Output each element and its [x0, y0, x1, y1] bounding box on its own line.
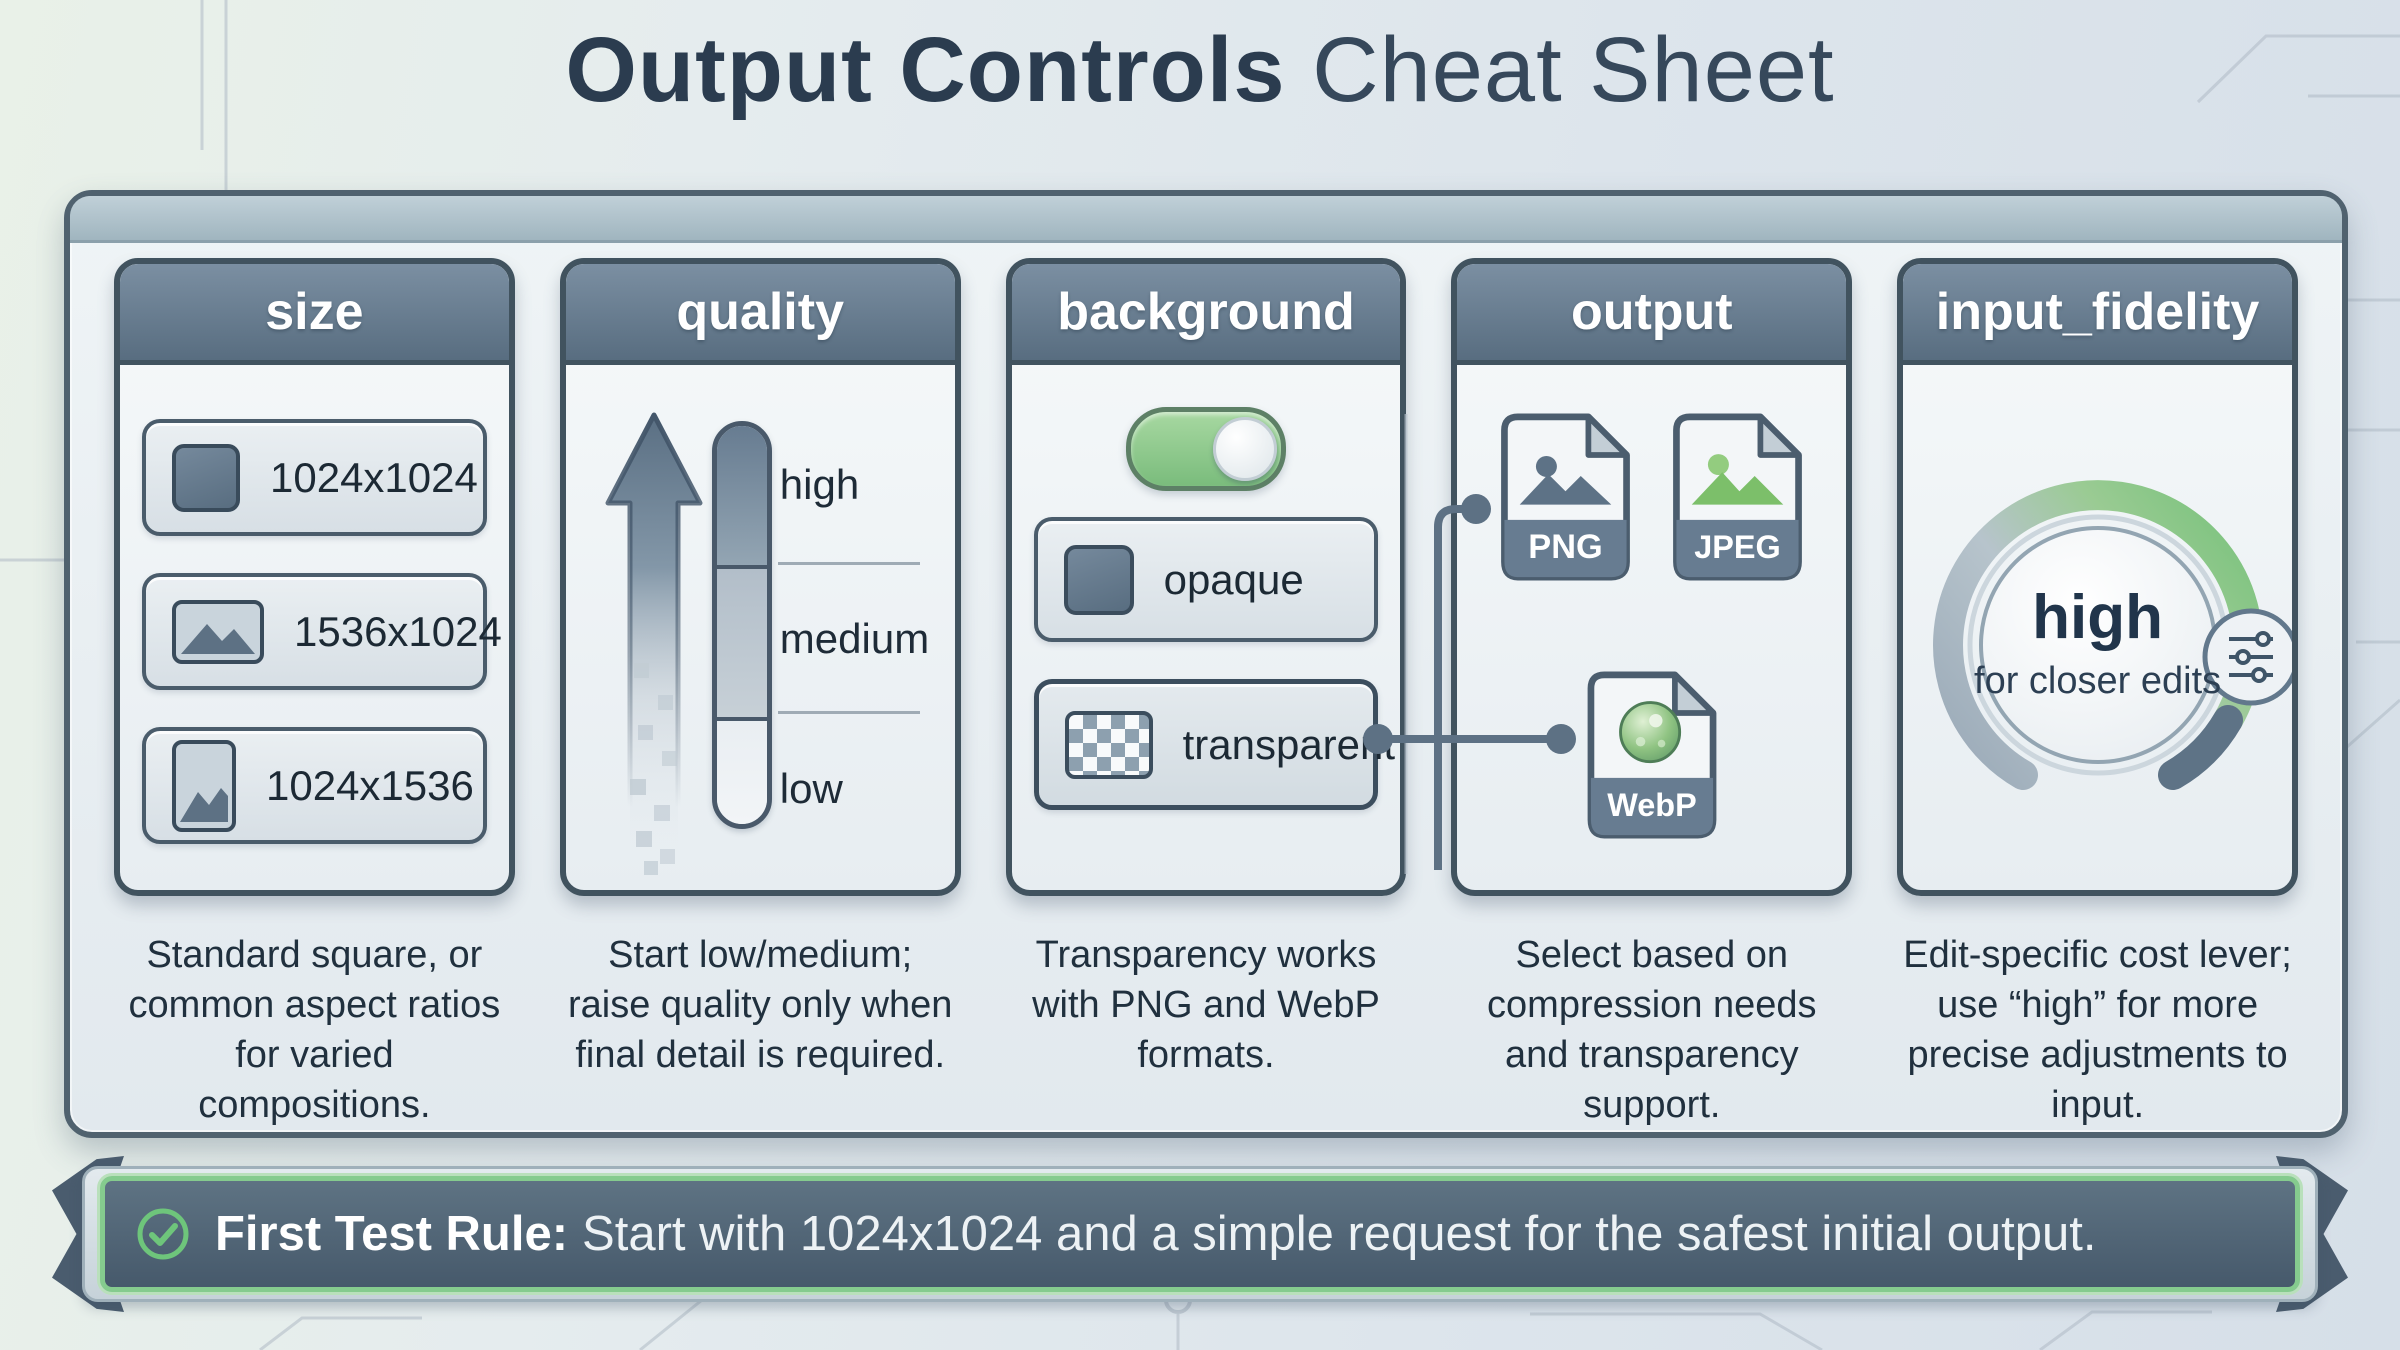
- banner-rule-body: Start with 1024x1024 and a simple reques…: [582, 1207, 2097, 1261]
- output-caption: Select based on compression needs and tr…: [1487, 934, 1817, 1127]
- fidelity-dial-graphic: [1933, 480, 2292, 790]
- input-fidelity-card-body: high for closer edits: [1903, 365, 2292, 885]
- fidelity-dial-text: high for closer edits: [1903, 405, 2292, 885]
- webp-label: WebP: [1607, 787, 1696, 823]
- size-option-1024x1024[interactable]: 1024x1024: [142, 419, 487, 536]
- column-input-fidelity: input_fidelity: [1897, 258, 2298, 1131]
- column-output: output PNG: [1451, 258, 1853, 1131]
- background-card-header: background: [1011, 264, 1401, 365]
- column-size: size 1024x1024 1536x1024: [114, 258, 515, 1131]
- quality-card-header: quality: [565, 264, 955, 365]
- size-option-1024x1536[interactable]: 1024x1536: [142, 727, 487, 844]
- banner-inner: First Test Rule:Start with 1024x1024 and…: [100, 1176, 2300, 1292]
- first-test-rule-banner: First Test Rule:Start with 1024x1024 and…: [52, 1156, 2348, 1312]
- quality-up-arrow-icon: [605, 412, 703, 875]
- page-title-regular: Cheat Sheet: [1312, 19, 1835, 121]
- background-option-label: opaque: [1163, 555, 1304, 603]
- output-card-header: output: [1457, 264, 1847, 365]
- transparent-checker-icon: [1064, 710, 1153, 779]
- output-card-body: PNG JPEG: [1457, 365, 1846, 885]
- quality-label-high: high: [779, 461, 860, 508]
- input-fidelity-caption: Edit-specific cost lever; use “high” for…: [1903, 934, 2292, 1127]
- quality-segment-low: [716, 720, 767, 824]
- landscape-aspect-icon: [172, 599, 264, 664]
- png-label: PNG: [1529, 528, 1603, 566]
- size-options: 1024x1024 1536x1024 1024x1: [120, 365, 509, 885]
- toggle-knob: [1212, 417, 1277, 481]
- portrait-aspect-icon: [172, 739, 236, 832]
- check-circle-icon: [137, 1208, 189, 1260]
- fidelity-subtext: for closer edits: [1974, 660, 2222, 703]
- opaque-swatch-icon: [1063, 544, 1134, 615]
- quality-segment-high: [716, 426, 767, 570]
- size-option-label: 1536x1024: [294, 607, 502, 655]
- size-option-label: 1024x1536: [266, 761, 474, 809]
- quality-segment-medium: [716, 569, 767, 721]
- jpeg-file-icon[interactable]: JPEG: [1665, 405, 1810, 589]
- fidelity-value: high: [2032, 583, 2163, 653]
- png-file-icon[interactable]: PNG: [1493, 405, 1638, 589]
- background-caption: Transparency works with PNG and WebP for…: [1032, 934, 1380, 1077]
- output-card: output PNG: [1451, 258, 1853, 896]
- columns-container: size 1024x1024 1536x1024: [114, 258, 2298, 1131]
- banner-text: First Test Rule:Start with 1024x1024 and…: [215, 1206, 2097, 1262]
- tune-badge-icon: [2202, 608, 2292, 706]
- banner-rule-label: First Test Rule:: [215, 1207, 569, 1261]
- background-option-opaque[interactable]: opaque: [1033, 517, 1379, 642]
- quality-label-medium: medium: [779, 615, 930, 662]
- jpeg-label: JPEG: [1694, 529, 1781, 565]
- page-title: Output Controls Cheat Sheet: [0, 18, 2400, 123]
- quality-caption: Start low/medium; raise quality only whe…: [567, 934, 953, 1077]
- input-fidelity-card-header: input_fidelity: [1903, 264, 2292, 365]
- size-caption: Standard square, or common aspect ratios…: [128, 934, 501, 1127]
- size-option-1536x1024[interactable]: 1536x1024: [142, 573, 502, 690]
- background-option-transparent[interactable]: transparent: [1033, 679, 1395, 810]
- background-toggle[interactable]: [1125, 407, 1286, 491]
- input-fidelity-card: input_fidelity: [1897, 258, 2298, 896]
- page-title-bold: Output Controls: [565, 19, 1286, 121]
- cheat-sheet-panel: size 1024x1024 1536x1024: [64, 190, 2348, 1138]
- fidelity-dial[interactable]: high for closer edits: [1903, 365, 2292, 885]
- quality-label-low: low: [779, 765, 843, 812]
- size-option-label: 1024x1024: [270, 453, 478, 501]
- quality-card-body: high medium low: [566, 365, 955, 885]
- column-background: background opaque transparent Transparen: [1005, 258, 1407, 1131]
- background-card-body: opaque transparent: [1012, 365, 1401, 885]
- panel-top-strip: [70, 196, 2342, 243]
- size-card-header: size: [120, 264, 509, 365]
- background-option-label: transparent: [1182, 720, 1396, 768]
- column-quality: quality: [559, 258, 961, 1131]
- square-aspect-icon: [172, 443, 240, 512]
- quality-card: quality: [559, 258, 961, 896]
- size-card-body: 1024x1024 1536x1024 1024x1: [120, 365, 509, 885]
- size-card: size 1024x1024 1536x1024: [114, 258, 515, 896]
- quality-divider: [777, 562, 920, 565]
- quality-level-gauge[interactable]: [711, 421, 772, 829]
- webp-file-icon[interactable]: WebP: [1579, 663, 1724, 847]
- quality-divider: [777, 711, 920, 714]
- background-card: background opaque transparent: [1005, 258, 1407, 896]
